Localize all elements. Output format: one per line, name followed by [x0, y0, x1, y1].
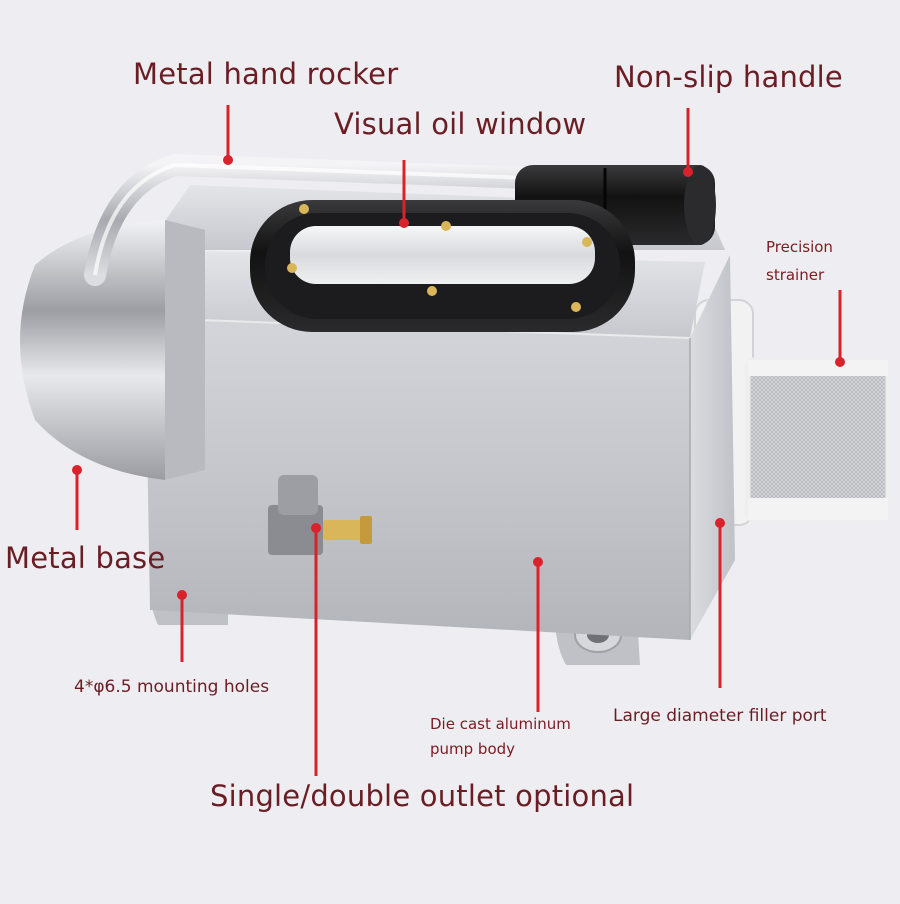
callout-dot-window — [399, 218, 409, 228]
callout-dot-outlet — [311, 523, 321, 533]
label-metal-base: Metal base — [5, 541, 166, 575]
callout-dot-filler — [715, 518, 725, 528]
visual-oil-window — [250, 200, 635, 332]
label-large-filler-port: Large diameter filler port — [613, 706, 827, 726]
label-outlet-optional: Single/double outlet optional — [210, 779, 635, 813]
callout-dot-holes — [177, 590, 187, 600]
callout-dot-handle — [683, 167, 693, 177]
label-non-slip-handle: Non-slip handle — [614, 60, 843, 94]
label-metal-hand-rocker: Metal hand rocker — [133, 57, 399, 91]
label-die-cast-line1: Die cast aluminum — [430, 715, 571, 733]
label-visual-oil-window: Visual oil window — [334, 107, 587, 141]
outlet-fitting — [268, 475, 372, 555]
label-precision-strainer-line1: Precision — [766, 238, 833, 256]
callout-dot-body — [533, 557, 543, 567]
metal-hand-rocker — [84, 153, 541, 286]
label-die-cast-line2: pump body — [430, 740, 516, 758]
callout-dot-base — [72, 465, 82, 475]
metal-base-dome — [20, 220, 205, 480]
label-mounting-holes: 4*φ6.5 mounting holes — [74, 677, 270, 697]
callout-dot-strainer — [835, 357, 845, 367]
precision-strainer — [745, 357, 891, 523]
label-precision-strainer-line2: strainer — [766, 266, 825, 284]
callout-dot-rocker — [223, 155, 233, 165]
callouts — [72, 105, 845, 776]
